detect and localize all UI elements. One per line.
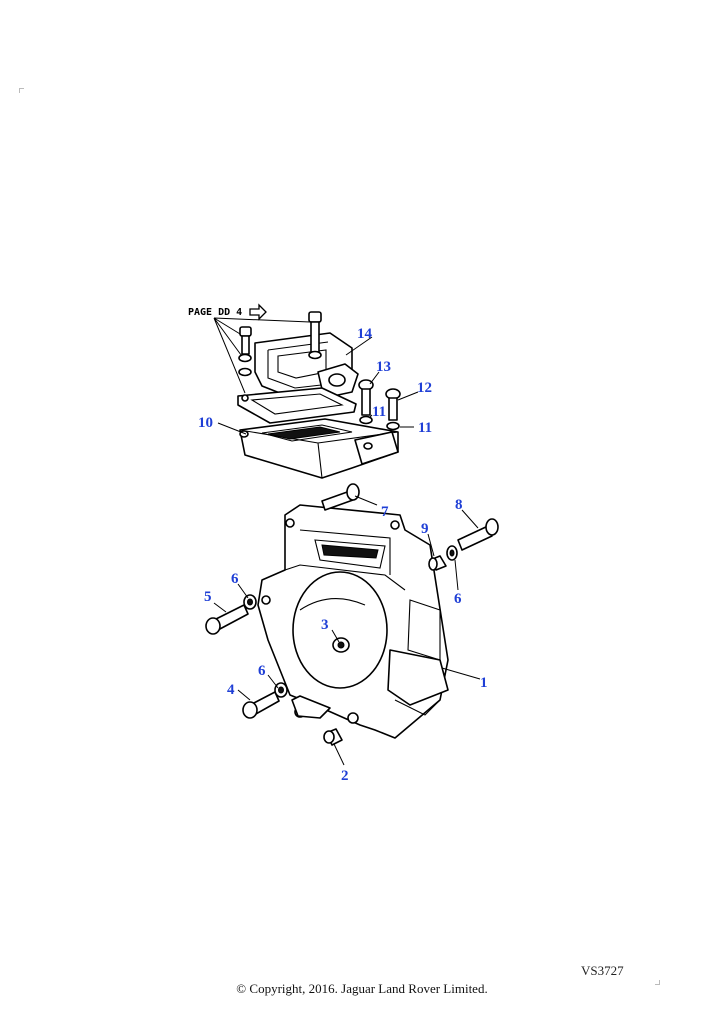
callout-10[interactable]: 10 — [198, 415, 213, 431]
part-8-bolt — [457, 518, 499, 551]
page-reference[interactable]: PAGE DD 4 — [188, 307, 242, 318]
page-reference-leaders — [213, 317, 311, 394]
part-10-adaptor-block — [239, 418, 399, 479]
part-6-washer-left-lower — [274, 682, 288, 698]
callout-12[interactable]: 12 — [417, 380, 432, 396]
part-5-bolt — [205, 604, 249, 635]
callout-11-a[interactable]: 11 — [372, 404, 386, 420]
callout-1[interactable]: 1 — [480, 675, 488, 691]
callout-14[interactable]: 14 — [357, 326, 373, 342]
drawing-number: VS3727 — [581, 963, 624, 978]
upper-gasket — [237, 387, 357, 424]
corner-mark-bottom-right — [655, 980, 660, 985]
part-3-stud — [332, 637, 350, 653]
callout-2[interactable]: 2 — [341, 768, 349, 784]
callout-6-left-lower[interactable]: 6 — [258, 663, 266, 679]
callout-5[interactable]: 5 — [204, 589, 212, 605]
part-13-bolt — [358, 379, 374, 425]
part-9-spacer — [428, 555, 447, 571]
part-6-washer-left-upper — [243, 594, 257, 610]
part-14-upper-cover — [254, 332, 359, 399]
callout-6-right[interactable]: 6 — [454, 591, 462, 607]
part-4-bolt — [242, 691, 280, 719]
callout-11-b[interactable]: 11 — [418, 420, 432, 436]
callout-leaders — [213, 336, 481, 766]
part-2-dowel — [323, 728, 343, 746]
corner-mark-top-left — [19, 88, 24, 93]
callout-13[interactable]: 13 — [376, 359, 391, 375]
callout-7[interactable]: 7 — [381, 504, 389, 520]
copyright-notice: © Copyright, 2016. Jaguar Land Rover Lim… — [236, 981, 488, 996]
part-1-housing — [257, 504, 449, 739]
callout-3[interactable]: 3 — [321, 617, 329, 633]
part-12-bolt — [385, 388, 401, 431]
upper-left-bolt — [238, 326, 252, 377]
part-7-bolt — [321, 483, 360, 511]
callout-8[interactable]: 8 — [455, 497, 463, 513]
upper-bolt — [308, 311, 322, 360]
callout-6-left-upper[interactable]: 6 — [231, 571, 239, 587]
part-6-washer-right — [446, 545, 458, 561]
callout-9[interactable]: 9 — [421, 521, 429, 537]
page-reference-arrow-icon — [249, 303, 267, 321]
callout-4[interactable]: 4 — [227, 682, 235, 698]
